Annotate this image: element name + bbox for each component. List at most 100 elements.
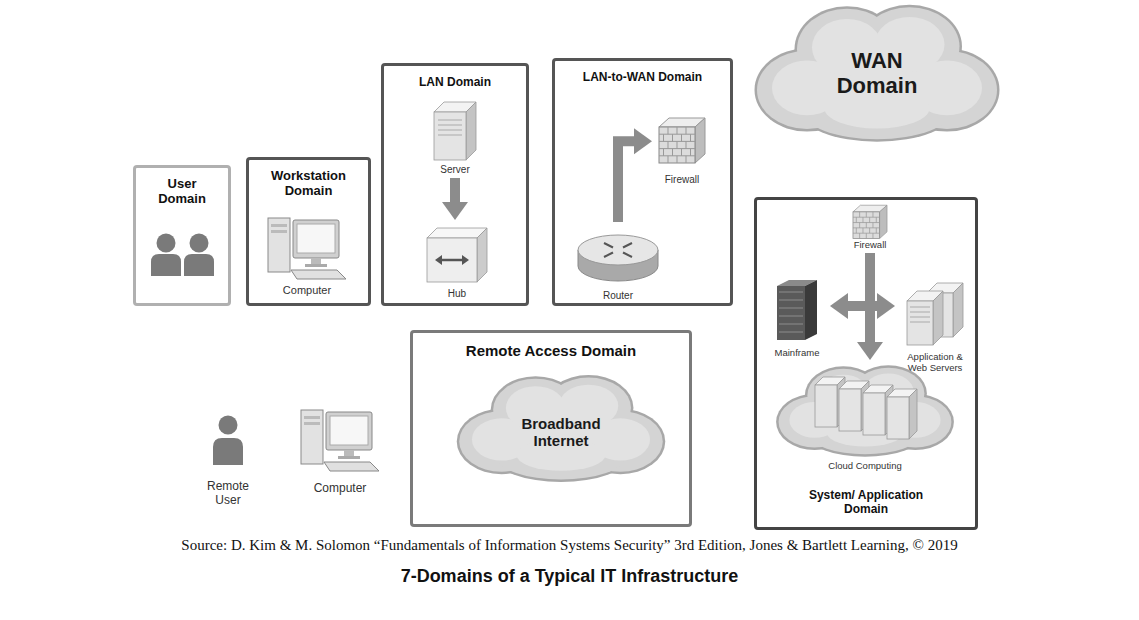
device-label: Computer bbox=[290, 482, 390, 496]
brick-line bbox=[853, 227, 880, 228]
icon-group bbox=[427, 228, 487, 282]
icon-group bbox=[213, 416, 243, 466]
brick-line bbox=[663, 134, 664, 141]
mainframe-stripe bbox=[779, 291, 803, 293]
box-front bbox=[839, 389, 861, 431]
brick-line bbox=[866, 212, 867, 217]
brick-line bbox=[876, 217, 877, 222]
server-slot bbox=[438, 125, 462, 126]
user-head bbox=[157, 234, 176, 253]
brick-line bbox=[859, 212, 860, 217]
device-label: Remote User bbox=[203, 480, 253, 508]
brick-line bbox=[690, 149, 691, 156]
device-label: Hub bbox=[418, 288, 496, 300]
device-label: Computer bbox=[262, 284, 352, 297]
figure-caption: 7-Domains of a Typical IT Infrastructure bbox=[0, 566, 1139, 587]
monitor-stand bbox=[311, 258, 321, 265]
screen bbox=[297, 224, 335, 253]
brick-line bbox=[856, 228, 857, 233]
domain-title: Remote Access Domain bbox=[416, 342, 686, 359]
screen bbox=[330, 416, 368, 445]
device-node: Computer bbox=[290, 398, 390, 498]
router-arrow bbox=[623, 243, 632, 248]
brick-line bbox=[866, 223, 867, 228]
network-cloud: WAN Domain bbox=[752, 0, 1002, 145]
keyboard bbox=[324, 462, 379, 471]
brick-line bbox=[862, 217, 863, 222]
firewall-side bbox=[880, 205, 887, 238]
brick-line bbox=[677, 127, 678, 134]
mainframe-stripe bbox=[779, 315, 803, 317]
router-top bbox=[578, 235, 658, 265]
network-cloud: Broadband Internet bbox=[455, 372, 667, 484]
mainframe-side bbox=[805, 280, 817, 340]
icon-group bbox=[907, 283, 963, 345]
brick-line bbox=[686, 156, 687, 163]
brick-line bbox=[856, 217, 857, 222]
brick-line bbox=[677, 141, 678, 148]
brick-line bbox=[672, 149, 673, 156]
brick-line bbox=[681, 149, 682, 156]
device-node: Computer bbox=[262, 212, 352, 300]
user-body bbox=[151, 254, 181, 276]
brick-line bbox=[872, 233, 873, 238]
brick-line bbox=[869, 228, 870, 233]
cloud-label: Broadband Internet bbox=[511, 415, 611, 450]
computer-tower bbox=[301, 410, 323, 464]
device-node: Server bbox=[420, 100, 490, 178]
monitor bbox=[326, 412, 372, 450]
brick-line bbox=[862, 228, 863, 233]
box-side bbox=[953, 283, 963, 337]
flow-arrow bbox=[848, 301, 877, 311]
box-side bbox=[477, 228, 487, 282]
device-label: Application & Web Servers bbox=[901, 352, 969, 374]
brick-line bbox=[659, 134, 695, 135]
drive-slot bbox=[271, 230, 287, 233]
user-body bbox=[184, 254, 214, 276]
box-side bbox=[466, 102, 476, 160]
icon-group bbox=[659, 118, 705, 163]
person-body bbox=[213, 438, 243, 465]
brick-line bbox=[686, 141, 687, 148]
mainframe-stripe bbox=[779, 299, 803, 301]
hub-arrow-head bbox=[462, 255, 469, 265]
server-slot bbox=[910, 307, 930, 308]
brick-line bbox=[668, 156, 669, 163]
box-front bbox=[887, 397, 909, 439]
monitor-stand bbox=[344, 450, 354, 457]
server-slot bbox=[438, 120, 462, 121]
brick-line bbox=[686, 127, 687, 134]
icon-group bbox=[434, 102, 476, 160]
device-node: Remote User bbox=[196, 400, 260, 508]
device-node: Firewall bbox=[845, 203, 895, 253]
source-note: Source: D. Kim & M. Solomon “Fundamental… bbox=[0, 537, 1139, 554]
mainframe-stripe bbox=[779, 323, 803, 325]
device-node: Cloud Computing bbox=[770, 360, 960, 475]
server-slot bbox=[438, 135, 462, 136]
box-side bbox=[909, 389, 917, 439]
domain-title: User Domain bbox=[150, 177, 214, 207]
domain-box: User Domain bbox=[133, 165, 231, 306]
brick-line bbox=[681, 134, 682, 141]
domain-title: Workstation Domain bbox=[254, 169, 364, 199]
router-arrow bbox=[623, 253, 632, 258]
person-head bbox=[219, 416, 238, 435]
brick-line bbox=[677, 156, 678, 163]
computer-tower bbox=[268, 218, 290, 272]
domain-title: LAN Domain bbox=[385, 76, 525, 90]
brick-line bbox=[663, 149, 664, 156]
firewall-front bbox=[659, 127, 695, 163]
server-slot bbox=[910, 317, 930, 318]
mainframe-stripe bbox=[779, 331, 803, 333]
domain-box: LAN DomainServerHub bbox=[381, 63, 529, 306]
monitor-base bbox=[338, 456, 360, 459]
monitor-base bbox=[305, 264, 327, 267]
brick-line bbox=[690, 134, 691, 141]
device-label: Router bbox=[574, 290, 662, 302]
box-front bbox=[907, 301, 933, 345]
domain-title: LAN-to-WAN Domain bbox=[558, 71, 728, 85]
device-node: Router bbox=[574, 222, 662, 304]
box-front bbox=[434, 112, 466, 160]
device-node: Application & Web Servers bbox=[895, 276, 975, 378]
